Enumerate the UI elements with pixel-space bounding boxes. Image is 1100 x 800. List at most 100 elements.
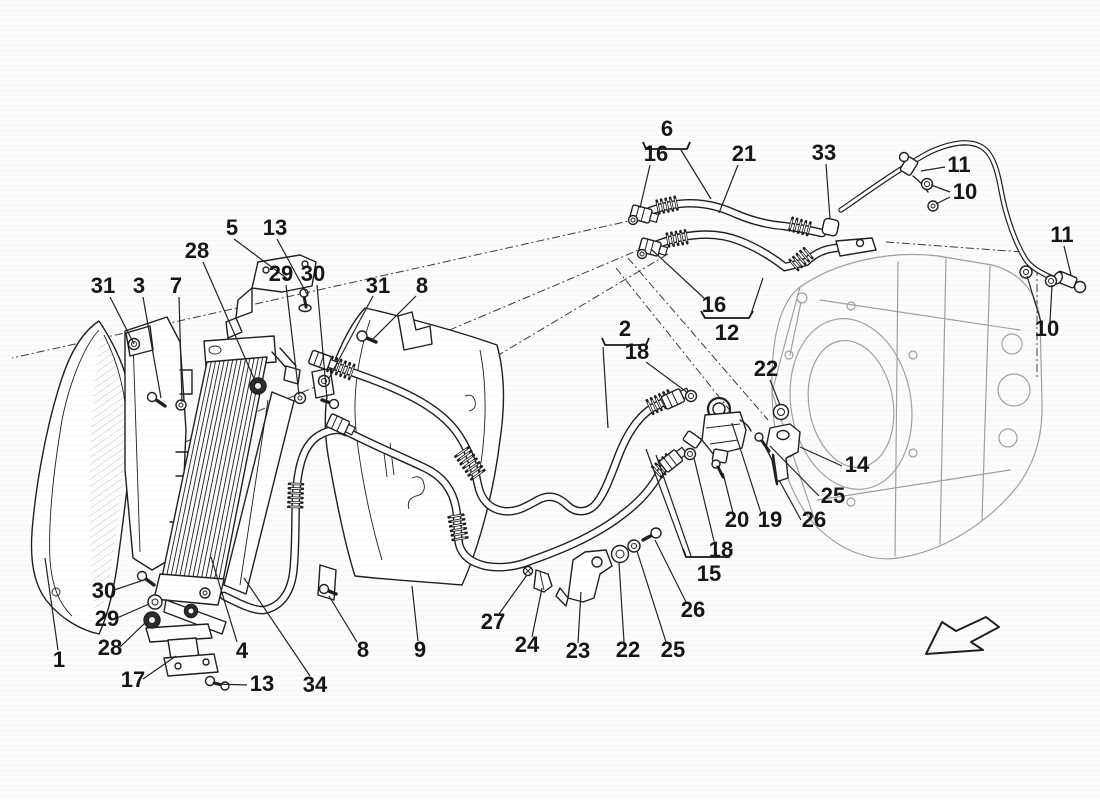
- callout-34: 34: [303, 672, 328, 697]
- leader-line-24: [531, 587, 543, 638]
- callout-27: 27: [481, 609, 505, 634]
- leader-line-9: [411, 585, 419, 642]
- callout-22-mid: 22: [616, 637, 640, 662]
- leader-line-34: [243, 577, 311, 677]
- leader-line-16-bottom: [650, 248, 706, 300]
- callout-10-top: 10: [953, 179, 977, 204]
- callout-19: 19: [758, 507, 782, 532]
- callout-33: 33: [812, 140, 836, 165]
- leader-line-31-left: [109, 296, 135, 345]
- upper-bracket-5: [225, 254, 317, 339]
- leader-line-33: [825, 163, 831, 220]
- callout-9: 9: [414, 637, 426, 662]
- callout-20: 20: [725, 507, 749, 532]
- oil-hoses: [219, 198, 841, 615]
- group-bracket-2: [601, 337, 650, 346]
- callout-28-bottom: 28: [98, 635, 122, 660]
- leader-line-6: [680, 149, 712, 200]
- leader-line-11-top: [920, 166, 946, 172]
- leader-line-8-top: [371, 295, 417, 341]
- hose-2-long-upper: [318, 357, 671, 516]
- hose-12-lower: [653, 230, 841, 272]
- leader-line-13-bottom: [215, 683, 248, 686]
- group-bracket-15: [682, 548, 733, 558]
- air-duct-right: [317, 307, 505, 601]
- callout-12: 12: [715, 320, 739, 345]
- callout-24: 24: [515, 632, 540, 657]
- leader-line-18-upper: [645, 361, 689, 394]
- callout-14: 14: [845, 452, 870, 477]
- callout-16-bottom: 16: [702, 292, 726, 317]
- callout-15: 15: [697, 561, 721, 586]
- leader-line-20: [722, 472, 734, 514]
- construction-line: [627, 257, 769, 421]
- callout-11-right: 11: [1050, 222, 1073, 247]
- callout-30-bottom: 30: [92, 578, 116, 603]
- leader-line-16-top: [639, 164, 651, 209]
- leader-line-30-top: [316, 284, 328, 400]
- callout-28-top: 28: [185, 238, 209, 263]
- callout-22-upper: 22: [754, 356, 778, 381]
- leader-line-28-top: [202, 261, 257, 384]
- construction-lines: [11, 218, 1038, 479]
- callout-25-upper: 25: [821, 483, 845, 508]
- leader-line-21: [718, 164, 739, 214]
- leader-line-7: [178, 296, 183, 403]
- callout-13-bottom: 13: [250, 671, 274, 696]
- leader-line-27: [498, 574, 528, 615]
- leader-line-19: [731, 422, 762, 514]
- bolt-20: [711, 459, 725, 479]
- leader-line-29-bottom: [116, 603, 150, 619]
- callout-8-top: 8: [416, 273, 428, 298]
- group-bracket-6: [642, 141, 691, 150]
- leader-line-14: [799, 446, 843, 467]
- callout-18-upper: 18: [625, 339, 649, 364]
- leader-line-8-bottom: [328, 595, 358, 643]
- callout-26-upper: 26: [802, 507, 826, 532]
- leader-line-29-top: [285, 284, 300, 396]
- callout-10-right: 10: [1035, 316, 1059, 341]
- leader-line-22-upper: [769, 379, 781, 406]
- hose-15-long-lower: [335, 423, 673, 572]
- callout-17: 17: [121, 667, 145, 692]
- leader-line-13-top: [276, 238, 309, 297]
- screw-13-top: [298, 288, 312, 313]
- leader-line-30-bottom: [113, 580, 142, 591]
- leader-line-2: [602, 346, 609, 429]
- hose-bracket-23: [555, 549, 613, 607]
- leader-line-10-right: [1026, 275, 1042, 323]
- oil-cooler-radiator: [153, 335, 301, 635]
- callout-26-mid: 26: [681, 597, 705, 622]
- leader-line-23: [577, 591, 582, 644]
- screw-13-bottom: [204, 675, 230, 691]
- callout-1: 1: [53, 647, 65, 672]
- air-duct-left: [30, 320, 133, 635]
- leader-line-4: [210, 556, 238, 643]
- leader-line-26-upper: [778, 479, 802, 521]
- callout-5: 5: [226, 215, 238, 240]
- construction-line: [885, 241, 1023, 253]
- leader-line-3: [142, 296, 162, 399]
- hose-radiator-bottom: [219, 425, 351, 615]
- leader-line-18-lower: [693, 457, 715, 542]
- callout-6: 6: [661, 116, 673, 141]
- hose-clamp-24: [533, 569, 553, 593]
- hose-6-upper: [645, 198, 827, 238]
- group-brackets: [601, 141, 754, 558]
- leader-line-25-upper: [769, 445, 820, 497]
- callout-25-mid: 25: [661, 637, 685, 662]
- leader-line-25-mid: [636, 550, 667, 643]
- construction-line: [355, 253, 669, 441]
- leader-line-22-mid: [618, 562, 625, 643]
- callout-8-bottom: 8: [357, 637, 369, 662]
- o-rings-and-grommets: [127, 177, 1058, 629]
- hose-corrugations: [286, 195, 814, 542]
- callout-31-right: 31: [366, 273, 390, 298]
- construction-line: [615, 267, 745, 429]
- leader-line-17: [142, 655, 177, 680]
- callout-11-top: 11: [947, 152, 970, 177]
- leader-lines: [44, 149, 1072, 686]
- leader-line-15: [645, 448, 685, 553]
- callout-23: 23: [566, 638, 590, 663]
